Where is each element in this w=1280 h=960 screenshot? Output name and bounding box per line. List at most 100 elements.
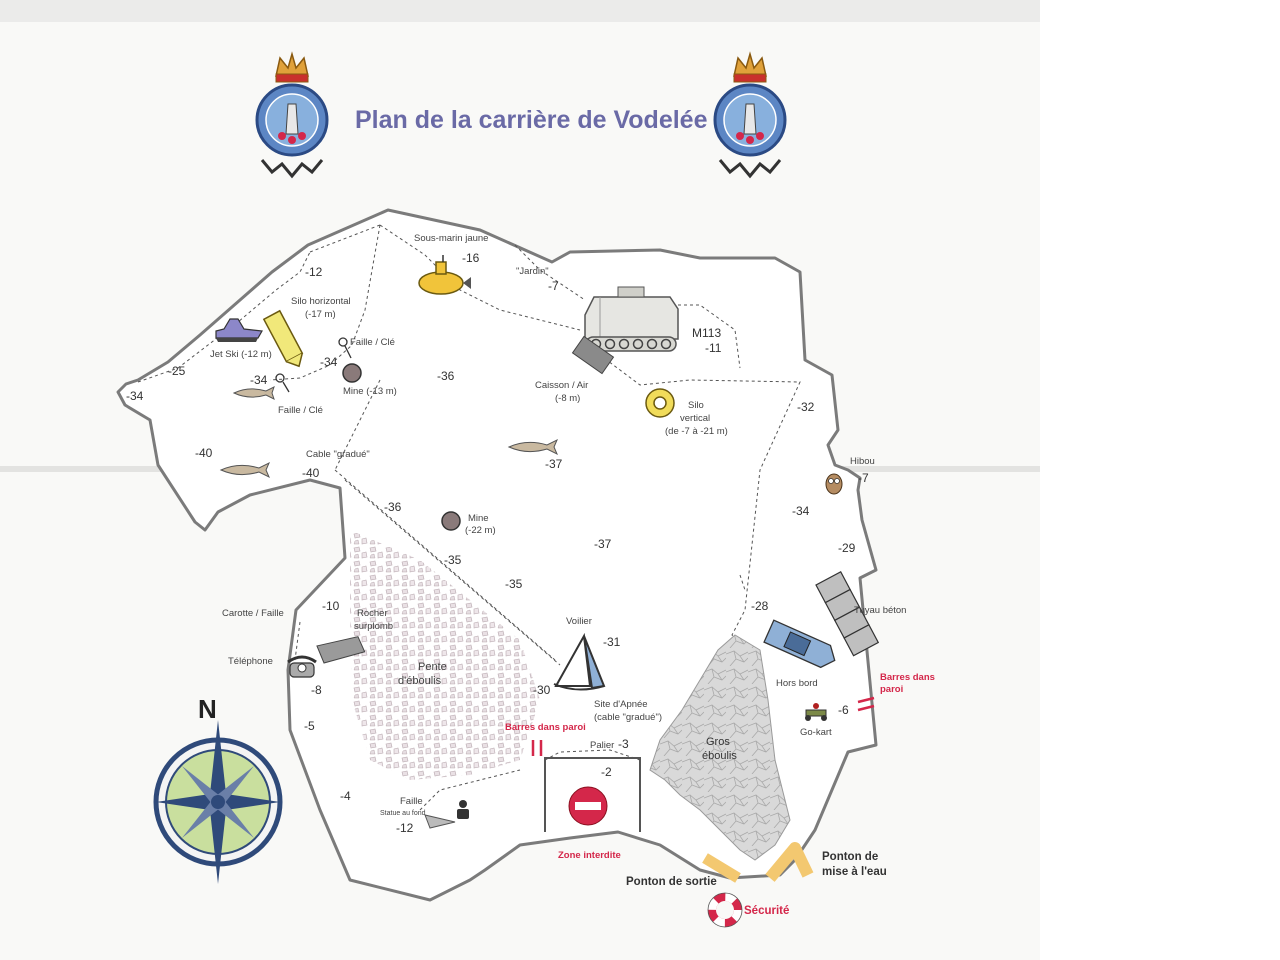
go-kart-icon	[805, 703, 827, 721]
mine-label: Mine	[468, 513, 489, 524]
sailboat-label: Voilier	[566, 616, 592, 627]
freediving-label: Site d'Apnée	[594, 699, 648, 710]
statue-label: Statue au fond	[380, 810, 426, 817]
depth-label: -4	[340, 789, 351, 803]
overhang-label: Rocher	[357, 608, 388, 619]
silo-vertical-label: vertical	[680, 413, 710, 424]
fish-icon	[507, 438, 558, 456]
depth-label: -11	[705, 341, 722, 355]
depth-label: -35	[505, 577, 523, 591]
fault-key-label: Faille / Clé	[278, 405, 323, 416]
faille-wedge-icon	[424, 814, 456, 829]
depth-label: -5	[304, 719, 315, 733]
core-fault-label: Carotte / Faille	[222, 608, 284, 619]
tank-icon	[584, 286, 679, 352]
garden-label: "Jardin"	[516, 266, 549, 277]
lifebuoy-icon	[707, 892, 743, 928]
bars-in-wall-icon	[531, 740, 543, 756]
scree-label: d'éboulis	[398, 675, 442, 687]
fish-icon	[219, 461, 270, 479]
depth-label: -12	[396, 821, 414, 835]
bars-in-wall-icon	[857, 696, 875, 712]
owl-icon	[825, 473, 843, 495]
forbidden-zone-label: Zone interdite	[558, 850, 621, 861]
caisson-depth: (-8 m)	[555, 393, 580, 404]
depth-label: -30	[533, 683, 551, 697]
scree-slope-area	[350, 530, 540, 780]
depth-label: -12	[305, 265, 323, 279]
depth-label: -32	[797, 400, 815, 414]
depth-label: -40	[195, 446, 213, 460]
speedboat-icon	[763, 619, 836, 669]
depth-label: -34	[320, 355, 338, 369]
silo-horizontal-depth: (-17 m)	[305, 309, 336, 320]
emblem-icon	[713, 51, 787, 179]
mine-depth: (-22 m)	[465, 525, 496, 536]
fault-label: Faille	[400, 796, 423, 807]
key-icon	[338, 337, 352, 359]
jet-ski-icon	[215, 318, 263, 342]
graduated-cable-label: Cable "gradué"	[306, 449, 370, 460]
tank-label: M113	[692, 326, 721, 340]
key-icon	[275, 373, 290, 393]
diver-statue-icon	[457, 800, 469, 819]
launch-pontoon-label: Ponton de	[822, 851, 878, 863]
depth-label: -3	[618, 737, 629, 751]
freediving-label: (cable "gradué")	[594, 712, 662, 723]
scree-label: Pente	[418, 661, 447, 673]
jet-ski-label: Jet Ski (-12 m)	[210, 349, 272, 360]
depth-label: -34	[250, 373, 268, 387]
depth-label: -7	[858, 471, 869, 485]
owl-label: Hibou	[850, 456, 875, 467]
depth-label: -37	[594, 537, 612, 551]
rockfall-label: Gros	[706, 736, 730, 748]
no-entry-icon	[568, 786, 608, 826]
depth-label: -29	[838, 541, 856, 555]
depth-label: -10	[322, 599, 340, 613]
scan-top-band	[0, 0, 1040, 22]
go-kart-label: Go-kart	[800, 727, 832, 738]
overhang-label: surplomb	[354, 621, 393, 632]
forbidden-zone-box	[544, 757, 641, 832]
silo-horizontal-label: Silo horizontal	[291, 296, 351, 307]
page-title: Plan de la carrière de Vodelée	[355, 106, 708, 134]
depth-label: -34	[792, 504, 810, 518]
exit-pontoon-label: Ponton de sortie	[626, 876, 717, 888]
depth-label: -16	[462, 251, 480, 265]
compass-rose-icon	[153, 720, 283, 884]
mine-icon	[441, 511, 461, 531]
depth-label: -7	[548, 279, 559, 293]
telephone-label: Téléphone	[228, 656, 273, 667]
telephone-icon	[287, 655, 317, 678]
rockfall-label: éboulis	[702, 750, 737, 762]
launch-pontoon-label: mise à l'eau	[822, 866, 887, 878]
map-sheet: Plan de la carrière de Vodelée	[0, 0, 1040, 928]
fault-key-label: Faille / Clé	[350, 337, 395, 348]
depth-label: -37	[545, 457, 563, 471]
caisson-icon	[571, 335, 615, 375]
depth-label: -2	[601, 765, 612, 779]
depth-label: -28	[751, 599, 769, 613]
depth-label: -31	[603, 635, 621, 649]
bars-label: Barres dans	[880, 672, 935, 683]
depth-label: -40	[302, 466, 320, 480]
bars-label: paroi	[880, 684, 903, 695]
silo-vertical-icon	[645, 388, 675, 418]
compass-north-label: N	[198, 694, 217, 724]
stop-label: Palier	[590, 740, 614, 751]
depth-label: -36	[437, 369, 455, 383]
fish-icon	[232, 386, 275, 400]
depth-label: -34	[126, 389, 144, 403]
large-rockfall-area	[649, 634, 791, 861]
exit-pontoon-icon	[702, 853, 741, 883]
silo-horizontal-icon	[262, 309, 304, 368]
caisson-label: Caisson / Air	[535, 380, 588, 391]
quarry-map: Plan de la carrière de Vodelée	[116, 51, 935, 928]
pipe-label: Tuyau béton	[854, 605, 906, 616]
depth-label: -25	[168, 364, 186, 378]
emblem-icon	[255, 51, 329, 179]
depth-label: -6	[838, 703, 849, 717]
dive-route-lines	[137, 224, 801, 811]
overhang-rock-icon	[316, 636, 366, 664]
submarine-label: Sous-marin jaune	[414, 233, 488, 244]
